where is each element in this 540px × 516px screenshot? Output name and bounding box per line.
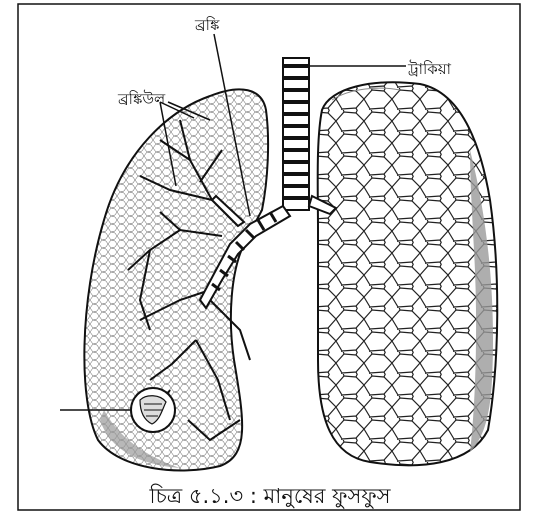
alveolus-inset [131, 388, 175, 432]
left-lung [84, 89, 268, 470]
label-bronchiole: ব্রঙ্কিউল [118, 88, 165, 113]
right-lung [318, 82, 498, 465]
figure-caption: চিত্র ৫.১.৩ : মানুষের ফুসফুস [0, 480, 540, 515]
trachea [283, 58, 309, 210]
label-bronchi: ব্রঙ্কি [195, 14, 219, 39]
label-trachea: ট্রাকিয়া [408, 58, 451, 83]
